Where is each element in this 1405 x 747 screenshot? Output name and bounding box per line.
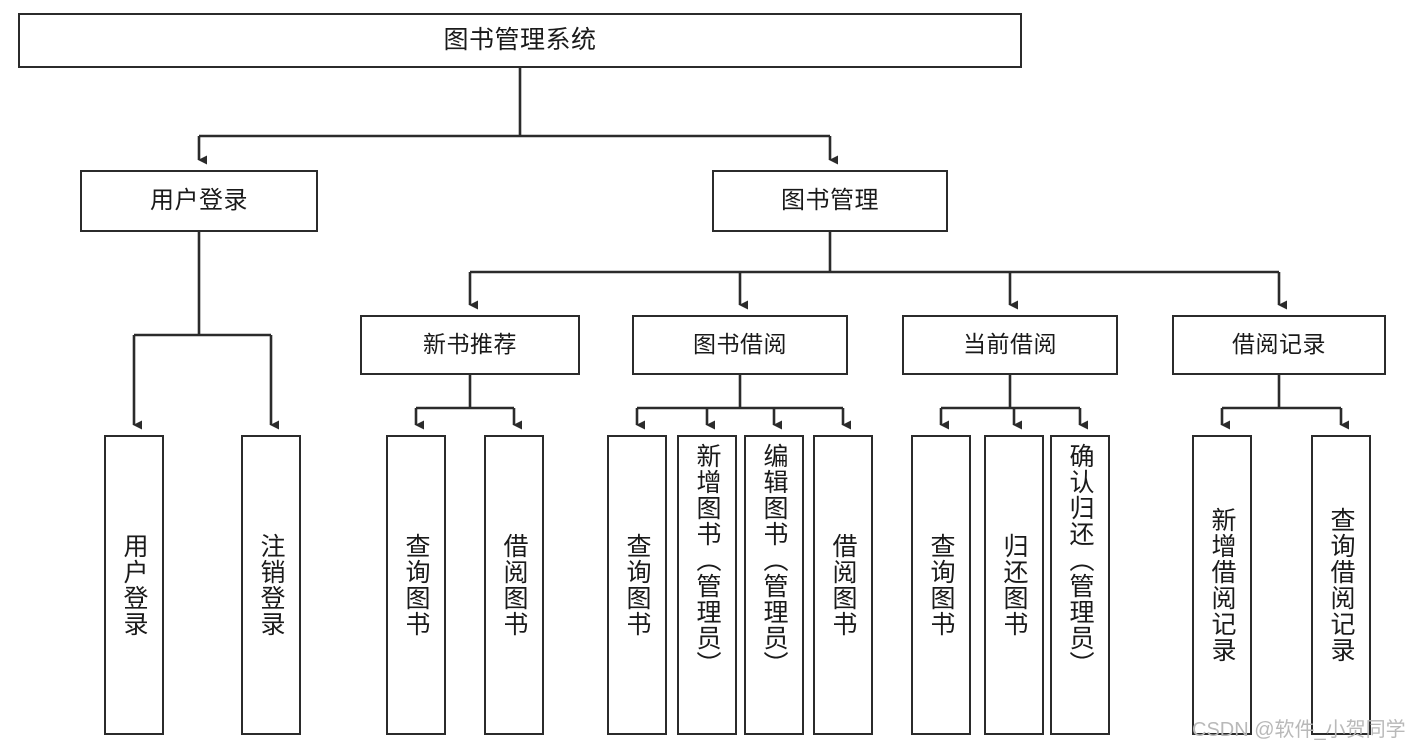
node-leaf-confirm-return[interactable]: 确认归还（管理员）: [1050, 435, 1110, 735]
node-label: 图书借阅: [693, 331, 787, 358]
node-new-book-recommend[interactable]: 新书推荐: [360, 315, 580, 375]
node-label: 借阅图书: [500, 533, 528, 637]
node-label: 图书管理: [781, 186, 879, 214]
node-leaf-edit-book[interactable]: 编辑图书（管理员）: [744, 435, 804, 735]
node-leaf-query-book-3[interactable]: 查询图书: [911, 435, 971, 735]
node-borrow-record[interactable]: 借阅记录: [1172, 315, 1386, 375]
node-root[interactable]: 图书管理系统: [18, 13, 1022, 68]
node-user-login[interactable]: 用户登录: [80, 170, 318, 232]
node-label: 注销登录: [257, 533, 285, 637]
node-label: 借阅图书: [829, 533, 857, 637]
node-leaf-query-record[interactable]: 查询借阅记录: [1311, 435, 1371, 735]
node-label: 用户登录: [120, 533, 148, 637]
node-label: 当前借阅: [963, 331, 1057, 358]
node-label: 新增图书（管理员）: [693, 443, 721, 677]
node-label: 查询借阅记录: [1327, 507, 1355, 663]
node-current-borrow[interactable]: 当前借阅: [902, 315, 1118, 375]
node-leaf-query-book-1[interactable]: 查询图书: [386, 435, 446, 735]
node-label: 查询图书: [927, 533, 955, 637]
node-leaf-add-record[interactable]: 新增借阅记录: [1192, 435, 1252, 735]
node-label: 确认归还（管理员）: [1066, 443, 1094, 677]
node-label: 查询图书: [402, 533, 430, 637]
node-label: 编辑图书（管理员）: [760, 443, 788, 677]
node-label: 新书推荐: [423, 331, 517, 358]
node-book-manage[interactable]: 图书管理: [712, 170, 948, 232]
node-leaf-user-login[interactable]: 用户登录: [104, 435, 164, 735]
node-label: 图书管理系统: [443, 25, 597, 54]
node-leaf-return-book[interactable]: 归还图书: [984, 435, 1044, 735]
node-label: 归还图书: [1000, 533, 1028, 637]
node-label: 用户登录: [150, 186, 248, 214]
node-leaf-query-book-2[interactable]: 查询图书: [607, 435, 667, 735]
node-label: 新增借阅记录: [1208, 507, 1236, 663]
node-book-borrow[interactable]: 图书借阅: [632, 315, 848, 375]
node-leaf-borrow-book-2[interactable]: 借阅图书: [813, 435, 873, 735]
node-leaf-borrow-book-1[interactable]: 借阅图书: [484, 435, 544, 735]
node-leaf-logout[interactable]: 注销登录: [241, 435, 301, 735]
node-label: 查询图书: [623, 533, 651, 637]
node-leaf-add-book[interactable]: 新增图书（管理员）: [677, 435, 737, 735]
node-label: 借阅记录: [1232, 331, 1326, 358]
